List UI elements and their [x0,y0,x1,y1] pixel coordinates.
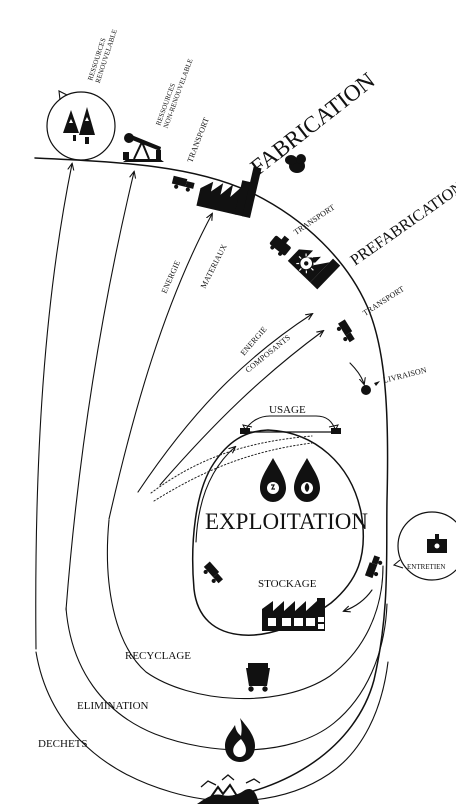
maintenance-icon [427,534,447,553]
dechets-label: DECHETS [38,738,88,750]
right-loop-truck-icon [365,555,384,580]
transport-label-1: TRANSPORT [185,116,210,164]
prefabrication-label: PREFABRICATION [348,178,456,269]
return-arrow-energie-materiaux [109,214,212,519]
recyclage-label: RECYCLAGE [125,650,191,662]
return-arrow-non-renouvelable [66,172,134,610]
transport-label-3: TRANSPORT [361,284,406,317]
stockage-label: STOCKAGE [258,578,317,590]
usage-label: USAGE [269,404,306,416]
elimination-label: ELIMINATION [77,700,149,712]
livraison-label: LIVRAISON [382,365,427,385]
prefab-factory-icon [288,237,340,289]
ressources-renouvelable-circle [47,92,115,160]
livraison-pointer [374,381,380,386]
left-loop-truck-icon [201,562,225,586]
dotted-flow-2 [154,443,312,501]
livraison-arrow [350,363,364,384]
exploitation-label: EXPLOITATION [205,509,368,534]
stockage-arrow [344,590,372,611]
recyclage-loop [107,520,383,699]
fire-icon [225,718,255,762]
transport-label-2: TRANSPORT [292,203,336,237]
mine-cart-icon [246,663,270,692]
dotted-flow-1 [151,436,312,493]
truck-icon-2 [335,319,357,344]
warehouse-icon [262,598,325,631]
entretien-label: ENTRETIEN [407,563,446,571]
dechets-loop [36,652,388,801]
oil-pump-icon [123,133,164,162]
livraison-dot [361,385,371,395]
truck-icon [171,176,195,193]
usage-bracket [245,416,336,431]
materiaux-label: MATERIAUX [199,243,229,290]
ressources-non-renouvelable-label: RESSOURCES NON-RENOUVELABLE [154,55,194,130]
water-energy-drops-icon [260,458,320,502]
energie-label-1: ENERGIE [160,259,183,295]
tanker-ship-icon [267,231,295,258]
fabrication-label: FABRICATION [246,67,380,180]
forest-icon [63,107,95,144]
return-arrow-renouvelable [36,164,72,649]
landfill-icon [197,775,260,804]
ressources-renouvelable-label: RESSOURCES RENOUVELABLE [86,26,119,84]
elimination-loop [66,604,387,750]
